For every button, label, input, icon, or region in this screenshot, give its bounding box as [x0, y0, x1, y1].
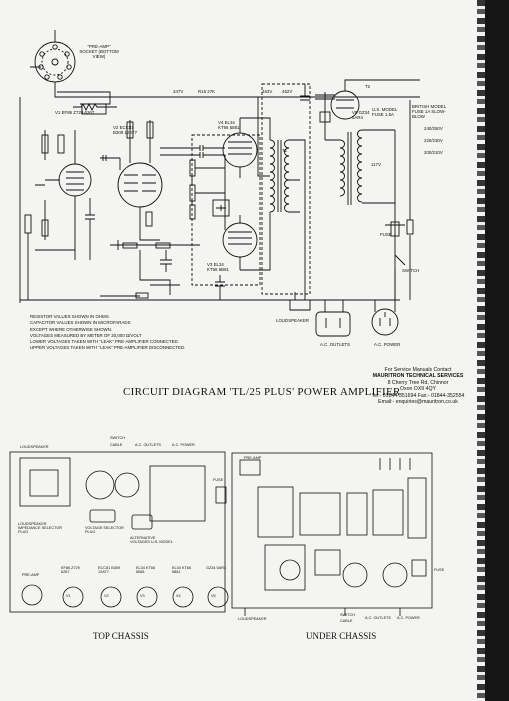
top-loudspeaker-label: LOUDSPEAKER [20, 445, 49, 449]
top-switch-label: SWITCH [110, 436, 125, 440]
note-line: UPPER VOLTAGES TAKEN WITH "LEAK" PRE-AMP… [30, 345, 186, 351]
top-v2-type: ECC81 B309 12AT7 [98, 566, 121, 574]
r15-label: R15 27K [198, 89, 216, 94]
contact-company: MAURITRON TECHNICAL SERVICES [372, 373, 464, 380]
top-ac-power-label: A.C. POWER [172, 443, 195, 447]
top-chassis-outline [9, 451, 229, 613]
under-switch-label: SWITCH [340, 613, 355, 617]
top-v2-label: V2 [104, 594, 109, 598]
under-ac-power-label: A.C. POWER [397, 616, 420, 620]
v200-label: 200/210V [424, 150, 443, 155]
v452-label: 452V [282, 89, 293, 94]
t2-symbol [339, 129, 395, 205]
under-chassis-caption: UNDER CHASSIS [306, 631, 377, 641]
diagram-notes: RESISTOR VALUES SHOWN IN OHMS. CAPACITOR… [30, 314, 185, 352]
v3-label: V3 EL34 KT66 6B81 [207, 262, 229, 272]
fuse-label: FUSE [380, 232, 392, 237]
ac-outlets-label: A.C. OUTLETS [320, 342, 351, 347]
top-v1-label: V1 [66, 594, 71, 598]
top-v3-type: EL34 KT66 6B81 [136, 566, 155, 574]
loudspeaker-label: LOUDSPEAKER [276, 318, 309, 323]
contact-block: For Service Manuals Contact MAURITRON TE… [360, 367, 476, 405]
top-volt-plug-label: VOLTAGE SELECTOR PLUG [85, 526, 124, 534]
top-cable-label: CABLE [110, 443, 123, 447]
t1-symbol [240, 97, 290, 271]
switch-label: SWITCH [402, 268, 420, 273]
preamp-socket-label: "PRE-AMP" SOCKET (BOTTOM VIEW) [79, 44, 119, 59]
v463-label: 463V [262, 89, 273, 94]
top-fuse-label: FUSE [213, 478, 224, 482]
t2-label: T2 [365, 84, 371, 89]
note-line: CAPACITOR VALUES SHOWN IN MICROFARADS [30, 320, 131, 326]
note-line: VOLTAGES MEASURED BY METER OF 20,000 Ω/V… [30, 332, 142, 338]
contact-line: For Service Manuals Contact [384, 367, 452, 373]
v5-label: V5 GZ34 5AR4 [352, 110, 370, 120]
top-preamp-label: PRE-AMP [22, 573, 40, 577]
ac-power-label: A.C. POWER [374, 342, 401, 347]
v347-label: 347V [173, 89, 184, 94]
contact-line: Oxon OX9 4QY [399, 386, 437, 393]
top-chassis-caption: TOP CHASSIS [93, 631, 149, 641]
under-preamp-label: PRE-AMP [244, 456, 262, 460]
contact-email: Email:- enquiries@mauritron.co.uk [378, 399, 458, 406]
top-imp-plug-label: LOUDSPEAKER IMPEDANCE SELECTOR PLUG [18, 522, 63, 534]
top-v5-type: GZ34 5AR4 [206, 566, 227, 570]
v5-symbol [330, 79, 420, 120]
us-model-label: U.S. MODEL FUSE 1.5A [372, 107, 398, 117]
v3-symbol [222, 215, 258, 270]
v4-symbol [222, 118, 258, 178]
v220-label: 220/230V [424, 138, 443, 143]
british-model-label: BRITISH MODEL FUSE 1A SLOW-BLOW [412, 104, 446, 119]
top-v3-label: V3 [140, 594, 145, 598]
under-ac-outlets-label: A.C. OUTLETS [365, 616, 391, 620]
top-ac-outlets-label: A.C. OUTLETS [135, 443, 161, 447]
top-v4-type: EL34 KT66 5881 [172, 566, 191, 574]
note-line: RESISTOR VALUES SHOWN IN OHMS. [30, 314, 110, 319]
under-chassis-outline [231, 452, 433, 616]
under-cable-label: CABLE [340, 619, 353, 623]
t1-label: T1 [282, 148, 288, 153]
page-title: CIRCUIT DIAGRAM 'TL/25 PLUS' POWER AMPLI… [123, 386, 401, 398]
v240-label: 240/250V [424, 126, 443, 131]
contact-line: 8 Cherry Tree Rd, Chinnor [387, 379, 449, 386]
note-line: EXCEPT WHERE OTHERWISE SHOWN. [30, 326, 113, 332]
top-v1-type: EF86 Z729 6267 [61, 566, 80, 574]
scan-edge [477, 0, 509, 701]
v1-label: V1 EF86 Z729 6267 [55, 110, 95, 115]
under-fuse-label: FUSE [434, 568, 445, 572]
top-v4-label: V4 [176, 594, 181, 598]
under-loudspeaker-label: LOUDSPEAKER [238, 617, 267, 621]
top-alt-volt-label: ALTERNATIVE VOLTAGES U.S. MODEL [130, 536, 173, 544]
v2-label: V2 ECC81 B309 12AT7 [113, 125, 138, 135]
note-line: LOWER VOLTAGES TAKEN WITH "LEAK" PRE-AMP… [30, 339, 179, 345]
v117-label: 117V [371, 162, 381, 167]
preamp-socket-symbol [30, 30, 76, 90]
v4-label: V4 EL34 KT66 5881 [218, 120, 240, 130]
contact-phone: Tel:- 01844-351694 Fax:- 01844-352554 [371, 392, 465, 399]
top-v5-label: V5 [211, 594, 216, 598]
